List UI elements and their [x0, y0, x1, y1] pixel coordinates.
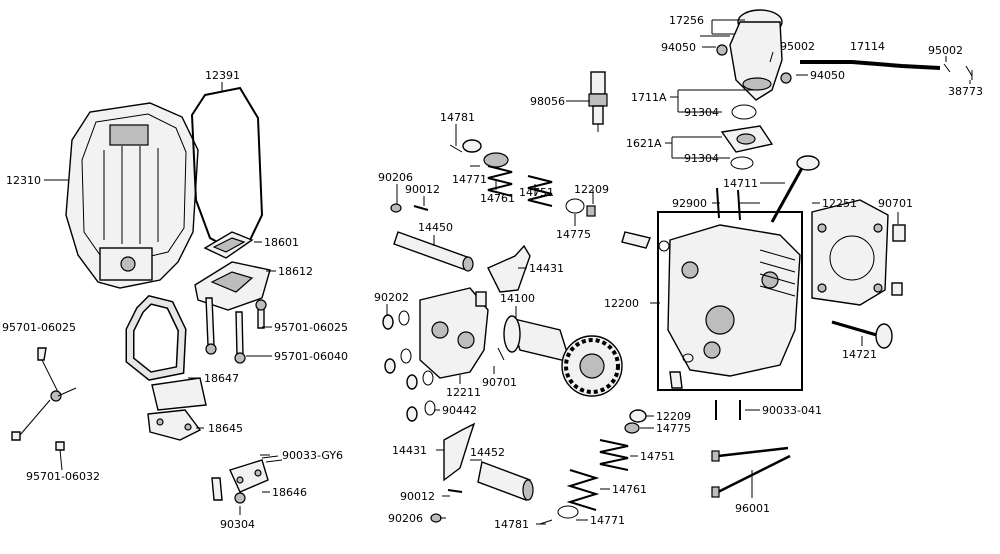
bracket-set — [211, 455, 283, 504]
label-92900: 92900 — [672, 197, 707, 210]
label-1711A: 1711A — [631, 91, 667, 104]
label-18646: 18646 — [272, 486, 307, 499]
reed-plate — [203, 231, 254, 259]
label-12200: 12200 — [604, 297, 639, 310]
intake-manifold — [700, 9, 792, 101]
label-95701-06025-left: 95701-06025 — [2, 321, 76, 334]
long-studs — [711, 400, 791, 498]
label-94050-lower: 94050 — [810, 69, 845, 82]
valve-springs-lower — [539, 409, 647, 525]
rocker-holder — [419, 287, 505, 379]
label-95002-right: 95002 — [928, 44, 963, 57]
label-90033-041: 90033-041 — [762, 404, 822, 417]
label-14450: 14450 — [418, 221, 453, 234]
rocker-arm-lower — [430, 422, 534, 523]
studs — [716, 187, 741, 221]
label-14431-upper: 14431 — [529, 262, 564, 275]
label-12251: 12251 — [822, 197, 857, 210]
label-14431-lower: 14431 — [392, 444, 427, 457]
label-12211: 12211 — [446, 386, 481, 399]
label-14775-upper: 14775 — [556, 228, 591, 241]
label-94050-upper: 94050 — [661, 41, 696, 54]
label-95701-06032: 95701-06032 — [26, 470, 100, 483]
label-90701-middle: 90701 — [482, 376, 517, 389]
insulator-and-orings — [720, 104, 774, 170]
label-14100: 14100 — [500, 292, 535, 305]
label-18645: 18645 — [208, 422, 243, 435]
vacuum-hose — [800, 60, 973, 80]
label-90012-lower: 90012 — [400, 490, 435, 503]
label-14761-upper: 14761 — [480, 192, 515, 205]
head-gasket — [811, 199, 889, 306]
label-90202: 90202 — [374, 291, 409, 304]
label-98056: 98056 — [530, 95, 565, 108]
label-14751-upper: 14751 — [519, 186, 554, 199]
leader-lines — [44, 19, 971, 525]
label-12310: 12310 — [6, 174, 41, 187]
label-91304-upper: 91304 — [684, 106, 719, 119]
spark-plug — [588, 71, 608, 132]
label-14452: 14452 — [470, 446, 505, 459]
label-90012-upper: 90012 — [405, 183, 440, 196]
valve-springs-upper — [449, 139, 596, 217]
reed-valve — [194, 261, 271, 311]
label-14751-lower: 14751 — [640, 450, 675, 463]
cylinder-head — [621, 211, 803, 391]
label-18612: 18612 — [278, 265, 313, 278]
bolt-set-95701 — [11, 297, 267, 471]
label-90442: 90442 — [442, 404, 477, 417]
pipe-gasket — [147, 409, 202, 441]
dowel-pin — [891, 224, 906, 296]
label-14775-lower: 14775 — [656, 422, 691, 435]
label-14781-lower: 14781 — [494, 518, 529, 531]
rocker-arm-upper — [487, 244, 531, 293]
label-95701-06025-right: 95701-06025 — [274, 321, 348, 334]
cylinder-head-cover — [65, 102, 199, 289]
valve-intake — [770, 155, 820, 223]
label-91304-lower: 91304 — [684, 152, 719, 165]
label-90304: 90304 — [220, 518, 255, 531]
label-18647: 18647 — [204, 372, 239, 385]
label-38773: 38773 — [948, 85, 983, 98]
valve-exhaust — [831, 320, 893, 349]
label-18601: 18601 — [264, 236, 299, 249]
air-pipe — [125, 295, 207, 411]
label-12391: 12391 — [205, 69, 240, 82]
label-14771-lower: 14771 — [590, 514, 625, 527]
label-95002-left: 95002 — [780, 40, 815, 53]
label-14761-lower: 14761 — [612, 483, 647, 496]
part-labels: 17256 94050 95002 17114 95002 94050 3877… — [2, 14, 983, 531]
label-90701-right: 90701 — [878, 197, 913, 210]
label-95701-06040: 95701-06040 — [274, 350, 348, 363]
label-96001: 96001 — [735, 502, 770, 515]
label-14781-upper: 14781 — [440, 111, 475, 124]
camshaft — [503, 315, 623, 397]
label-90206-lower: 90206 — [388, 512, 423, 525]
label-90033-GY6: 90033-GY6 — [282, 449, 343, 462]
washers-and-nuts — [382, 310, 436, 422]
cover-gasket — [190, 86, 264, 252]
label-12209-upper: 12209 — [574, 183, 609, 196]
label-90206-upper: 90206 — [378, 171, 413, 184]
label-12209-lower: 12209 — [656, 410, 691, 423]
label-1621A: 1621A — [626, 137, 662, 150]
label-17114: 17114 — [850, 40, 885, 53]
label-14721: 14721 — [842, 348, 877, 361]
label-14711: 14711 — [723, 177, 758, 190]
label-17256: 17256 — [669, 14, 704, 27]
rocker-shaft-upper — [390, 203, 474, 272]
label-14771-upper: 14771 — [452, 173, 487, 186]
